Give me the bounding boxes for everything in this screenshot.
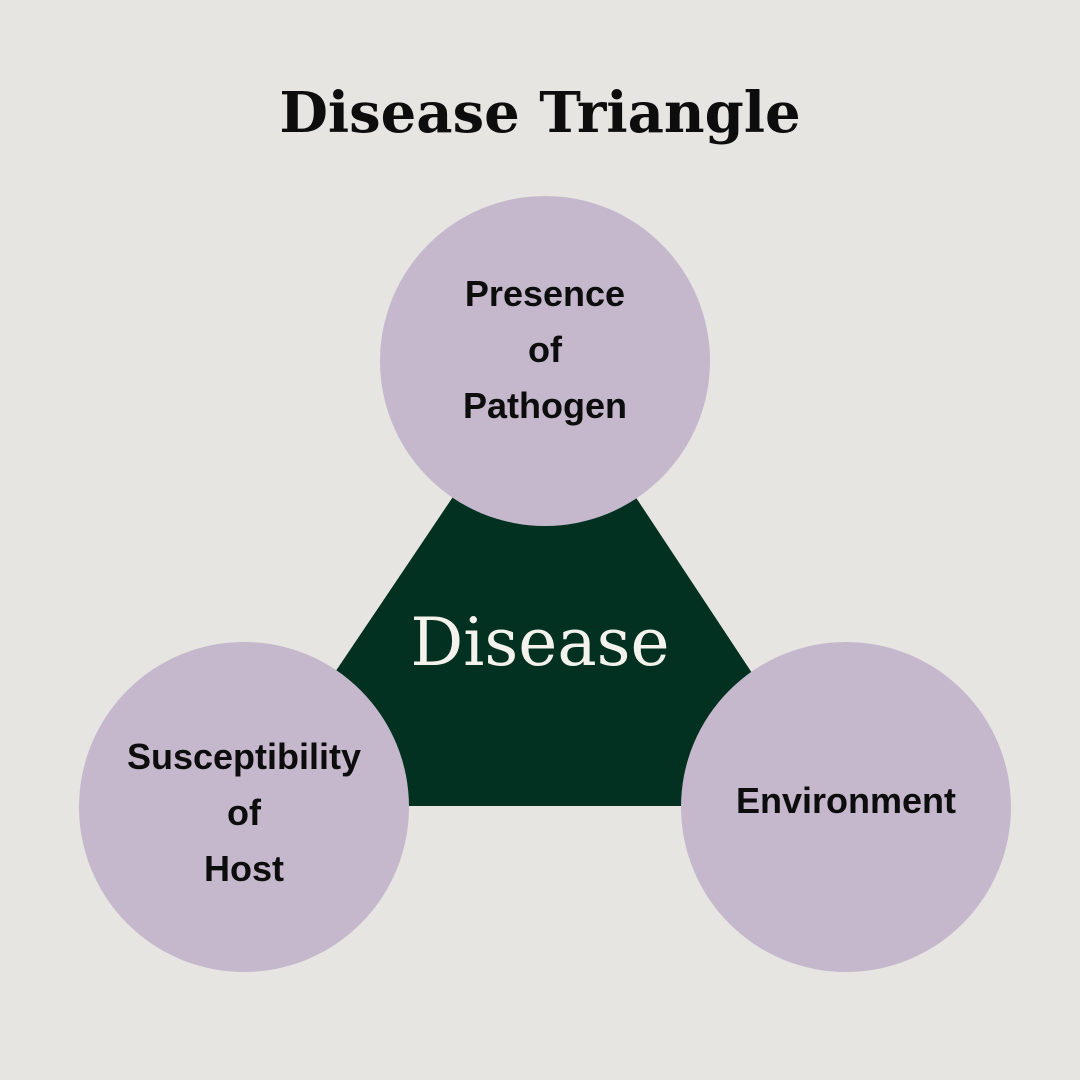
factor-line: Pathogen: [462, 385, 627, 426]
triangle-shape: [245, 360, 840, 806]
factor-circle-host: Susceptibility of Host: [79, 642, 409, 972]
factor-circle-pathogen: Presence of Pathogen: [380, 196, 710, 526]
factor-line: Environment: [735, 780, 957, 821]
factor-line: Presence: [464, 273, 626, 314]
factor-line: Susceptibility: [126, 736, 362, 777]
factor-line: of: [528, 329, 562, 370]
center-label: Disease: [410, 604, 670, 681]
factor-circle-environment: Environment: [681, 642, 1011, 972]
factor-line: Host: [204, 848, 284, 889]
factor-line: of: [227, 792, 261, 833]
page-title: Disease Triangle: [279, 80, 801, 146]
